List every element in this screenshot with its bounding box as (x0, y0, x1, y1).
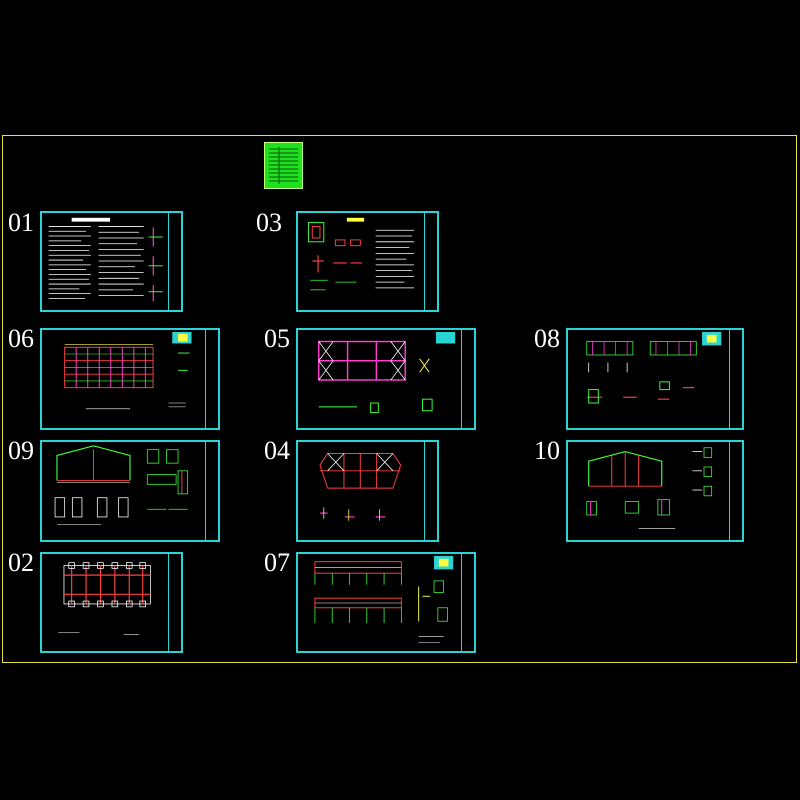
sheet-number-09: 09 (8, 436, 34, 465)
sheet-09-frame-elevation[interactable] (40, 440, 220, 542)
sheet-08-connection-details[interactable] (566, 328, 744, 430)
title-block (729, 330, 742, 428)
sheet-08-content (586, 331, 722, 404)
sheet-01-content (48, 217, 163, 302)
sheet-05-content (318, 331, 456, 414)
title-block (168, 213, 181, 310)
title-block (168, 554, 181, 651)
title-block (205, 442, 218, 540)
title-block (461, 330, 474, 428)
title-block (424, 442, 437, 540)
sheet-07-wall-elevations[interactable] (296, 552, 476, 653)
sheet-09-content (54, 445, 189, 525)
title-block (205, 330, 218, 428)
sheet-number-01: 01 (8, 208, 34, 237)
sheet-number-06: 06 (8, 324, 34, 353)
title-block (424, 213, 437, 310)
cover-sheet-lines (269, 147, 298, 184)
sheet-03-foundation-details[interactable] (296, 211, 439, 312)
title-block (461, 554, 474, 651)
sheet-number-03: 03 (256, 208, 282, 237)
sheet-06-roof-framing[interactable] (40, 328, 220, 430)
sheet-04-anchor-bolt-plan[interactable] (296, 440, 439, 542)
sheet-number-07: 07 (264, 548, 290, 577)
sheet-number-05: 05 (264, 324, 290, 353)
drawing-frame (2, 135, 797, 663)
sheet-03-content (307, 217, 415, 291)
sheet-number-02: 02 (8, 548, 34, 577)
cover-sheet-thumbnail[interactable] (264, 142, 303, 189)
sheet-01-general-notes[interactable] (40, 211, 183, 312)
sheet-05-bracing-plan[interactable] (296, 328, 476, 430)
sheet-number-08: 08 (534, 324, 560, 353)
sheet-02-content (58, 562, 151, 635)
sheet-06-content (64, 331, 192, 410)
title-block (729, 442, 742, 540)
sheet-10-gable-elevation[interactable] (566, 440, 744, 542)
sheet-number-04: 04 (264, 436, 290, 465)
sheet-number-10: 10 (534, 436, 560, 465)
sheet-10-content (586, 447, 713, 529)
sheet-07-content (314, 555, 454, 643)
sheet-04-content (319, 453, 402, 521)
sheet-02-foundation-plan[interactable] (40, 552, 183, 653)
